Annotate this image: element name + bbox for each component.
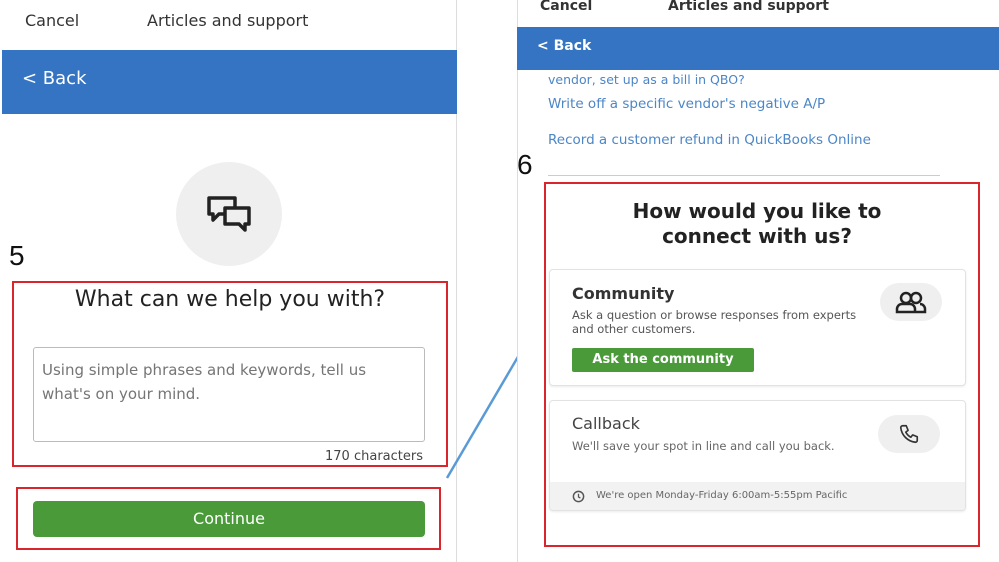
back-button[interactable]: < Back: [22, 68, 87, 89]
nav-bar: < Back: [517, 27, 999, 70]
hours-text: We're open Monday-Friday 6:00am-5:55pm P…: [596, 490, 848, 501]
highlight-box: [12, 281, 448, 467]
highlight-box: [16, 487, 441, 550]
nav-bar: < Back: [2, 50, 457, 114]
cancel-button[interactable]: Cancel: [540, 0, 593, 14]
callback-title: Callback: [572, 414, 640, 433]
heading-line: connect with us?: [662, 224, 852, 248]
article-link-partial[interactable]: vendor, set up as a bill in QBO?: [548, 72, 745, 87]
clock-icon: [572, 490, 585, 503]
callback-card: Callback We'll save your spot in line an…: [549, 400, 966, 511]
chat-bubbles-icon: [176, 162, 282, 266]
article-link[interactable]: Record a customer refund in QuickBooks O…: [548, 132, 871, 148]
help-input[interactable]: [33, 347, 425, 442]
help-heading: What can we help you with?: [74, 287, 386, 312]
header-title: Articles and support: [147, 11, 309, 30]
heading-line: How would you like to: [632, 199, 882, 223]
hours-footer: We're open Monday-Friday 6:00am-5:55pm P…: [550, 482, 965, 510]
community-title: Community: [572, 284, 675, 303]
back-button[interactable]: < Back: [537, 38, 592, 54]
continue-button[interactable]: Continue: [33, 501, 425, 537]
left-screen: Cancel Articles and support < Back 5 Wha…: [0, 0, 457, 562]
header-title: Articles and support: [668, 0, 829, 14]
character-count: 170 characters: [325, 449, 423, 464]
step-number: 6: [517, 149, 533, 180]
community-description: Ask a question or browse responses from …: [572, 308, 857, 336]
people-icon: [880, 283, 942, 321]
divider: [548, 175, 940, 176]
step-number: 5: [9, 240, 25, 271]
callback-description: We'll save your spot in line and call yo…: [572, 439, 835, 453]
cancel-button[interactable]: Cancel: [25, 11, 80, 30]
article-link[interactable]: Write off a specific vendor's negative A…: [548, 96, 826, 112]
ask-community-button[interactable]: Ask the community: [572, 348, 754, 372]
highlight-box: [544, 182, 980, 547]
phone-icon: [878, 415, 940, 453]
community-card: Community Ask a question or browse respo…: [549, 269, 966, 386]
connect-heading: How would you like to connect with us?: [544, 199, 970, 249]
